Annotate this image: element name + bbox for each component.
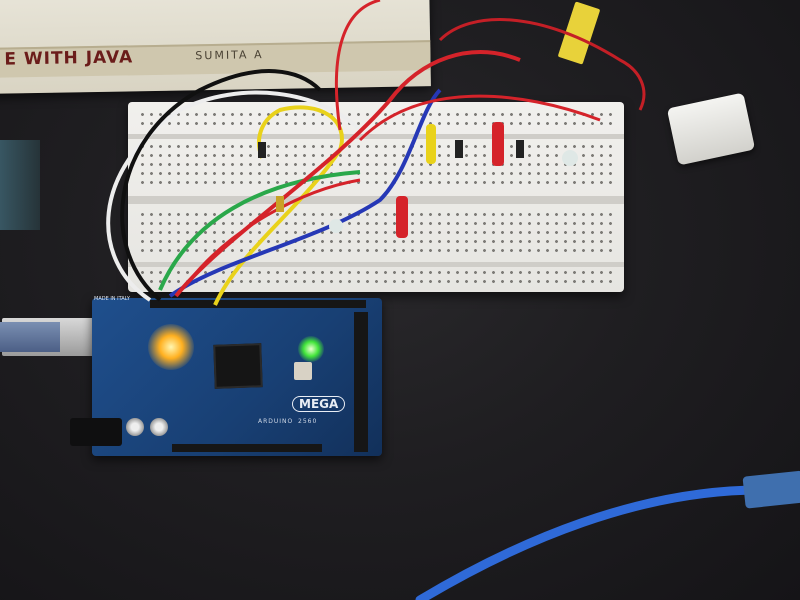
wire-blue xyxy=(168,88,442,298)
dc-power-jack xyxy=(70,418,122,446)
led-yellow xyxy=(426,124,436,164)
resistor xyxy=(516,140,524,158)
arduino-label: ARDUINO xyxy=(258,418,294,425)
usb-cable xyxy=(415,485,765,600)
power-led-orange xyxy=(148,324,194,370)
wire-black xyxy=(120,69,322,302)
resistor xyxy=(258,142,266,158)
led-red xyxy=(396,196,408,238)
breadboard-power-rail-bottom xyxy=(138,268,614,286)
breadboard-center-channel xyxy=(128,196,624,204)
mega-label: MEGA xyxy=(292,396,346,412)
wire-yellow xyxy=(213,105,344,306)
breadboard-groove xyxy=(128,262,624,267)
breadboard xyxy=(128,102,624,292)
breadboard-groove xyxy=(128,134,624,139)
usb-cable-connector xyxy=(742,470,800,509)
model-number-label: 2560 xyxy=(298,418,318,425)
wire-red xyxy=(334,0,381,131)
digital-header-top xyxy=(150,300,366,308)
breadboard-terminal-strip-top xyxy=(138,142,614,190)
analog-header-bottom xyxy=(172,444,322,452)
capacitor xyxy=(150,418,168,436)
wire-red xyxy=(438,18,646,111)
wire-white xyxy=(106,90,362,302)
component-tray-left xyxy=(0,140,40,230)
capacitor xyxy=(126,418,144,436)
status-led-green xyxy=(298,336,324,362)
wire-red xyxy=(188,178,361,281)
digital-header-side xyxy=(354,312,368,452)
led-clear xyxy=(329,219,343,233)
resistor xyxy=(276,196,284,212)
wire-red xyxy=(358,94,601,142)
usb-plug xyxy=(0,322,60,352)
made-in-italy-label: MADE IN ITALY xyxy=(94,296,130,302)
led-clear xyxy=(562,150,578,166)
wire-red xyxy=(174,50,521,298)
resistor xyxy=(455,140,463,158)
led-red xyxy=(492,122,504,166)
wire-green xyxy=(158,170,361,291)
reset-button xyxy=(294,362,312,380)
